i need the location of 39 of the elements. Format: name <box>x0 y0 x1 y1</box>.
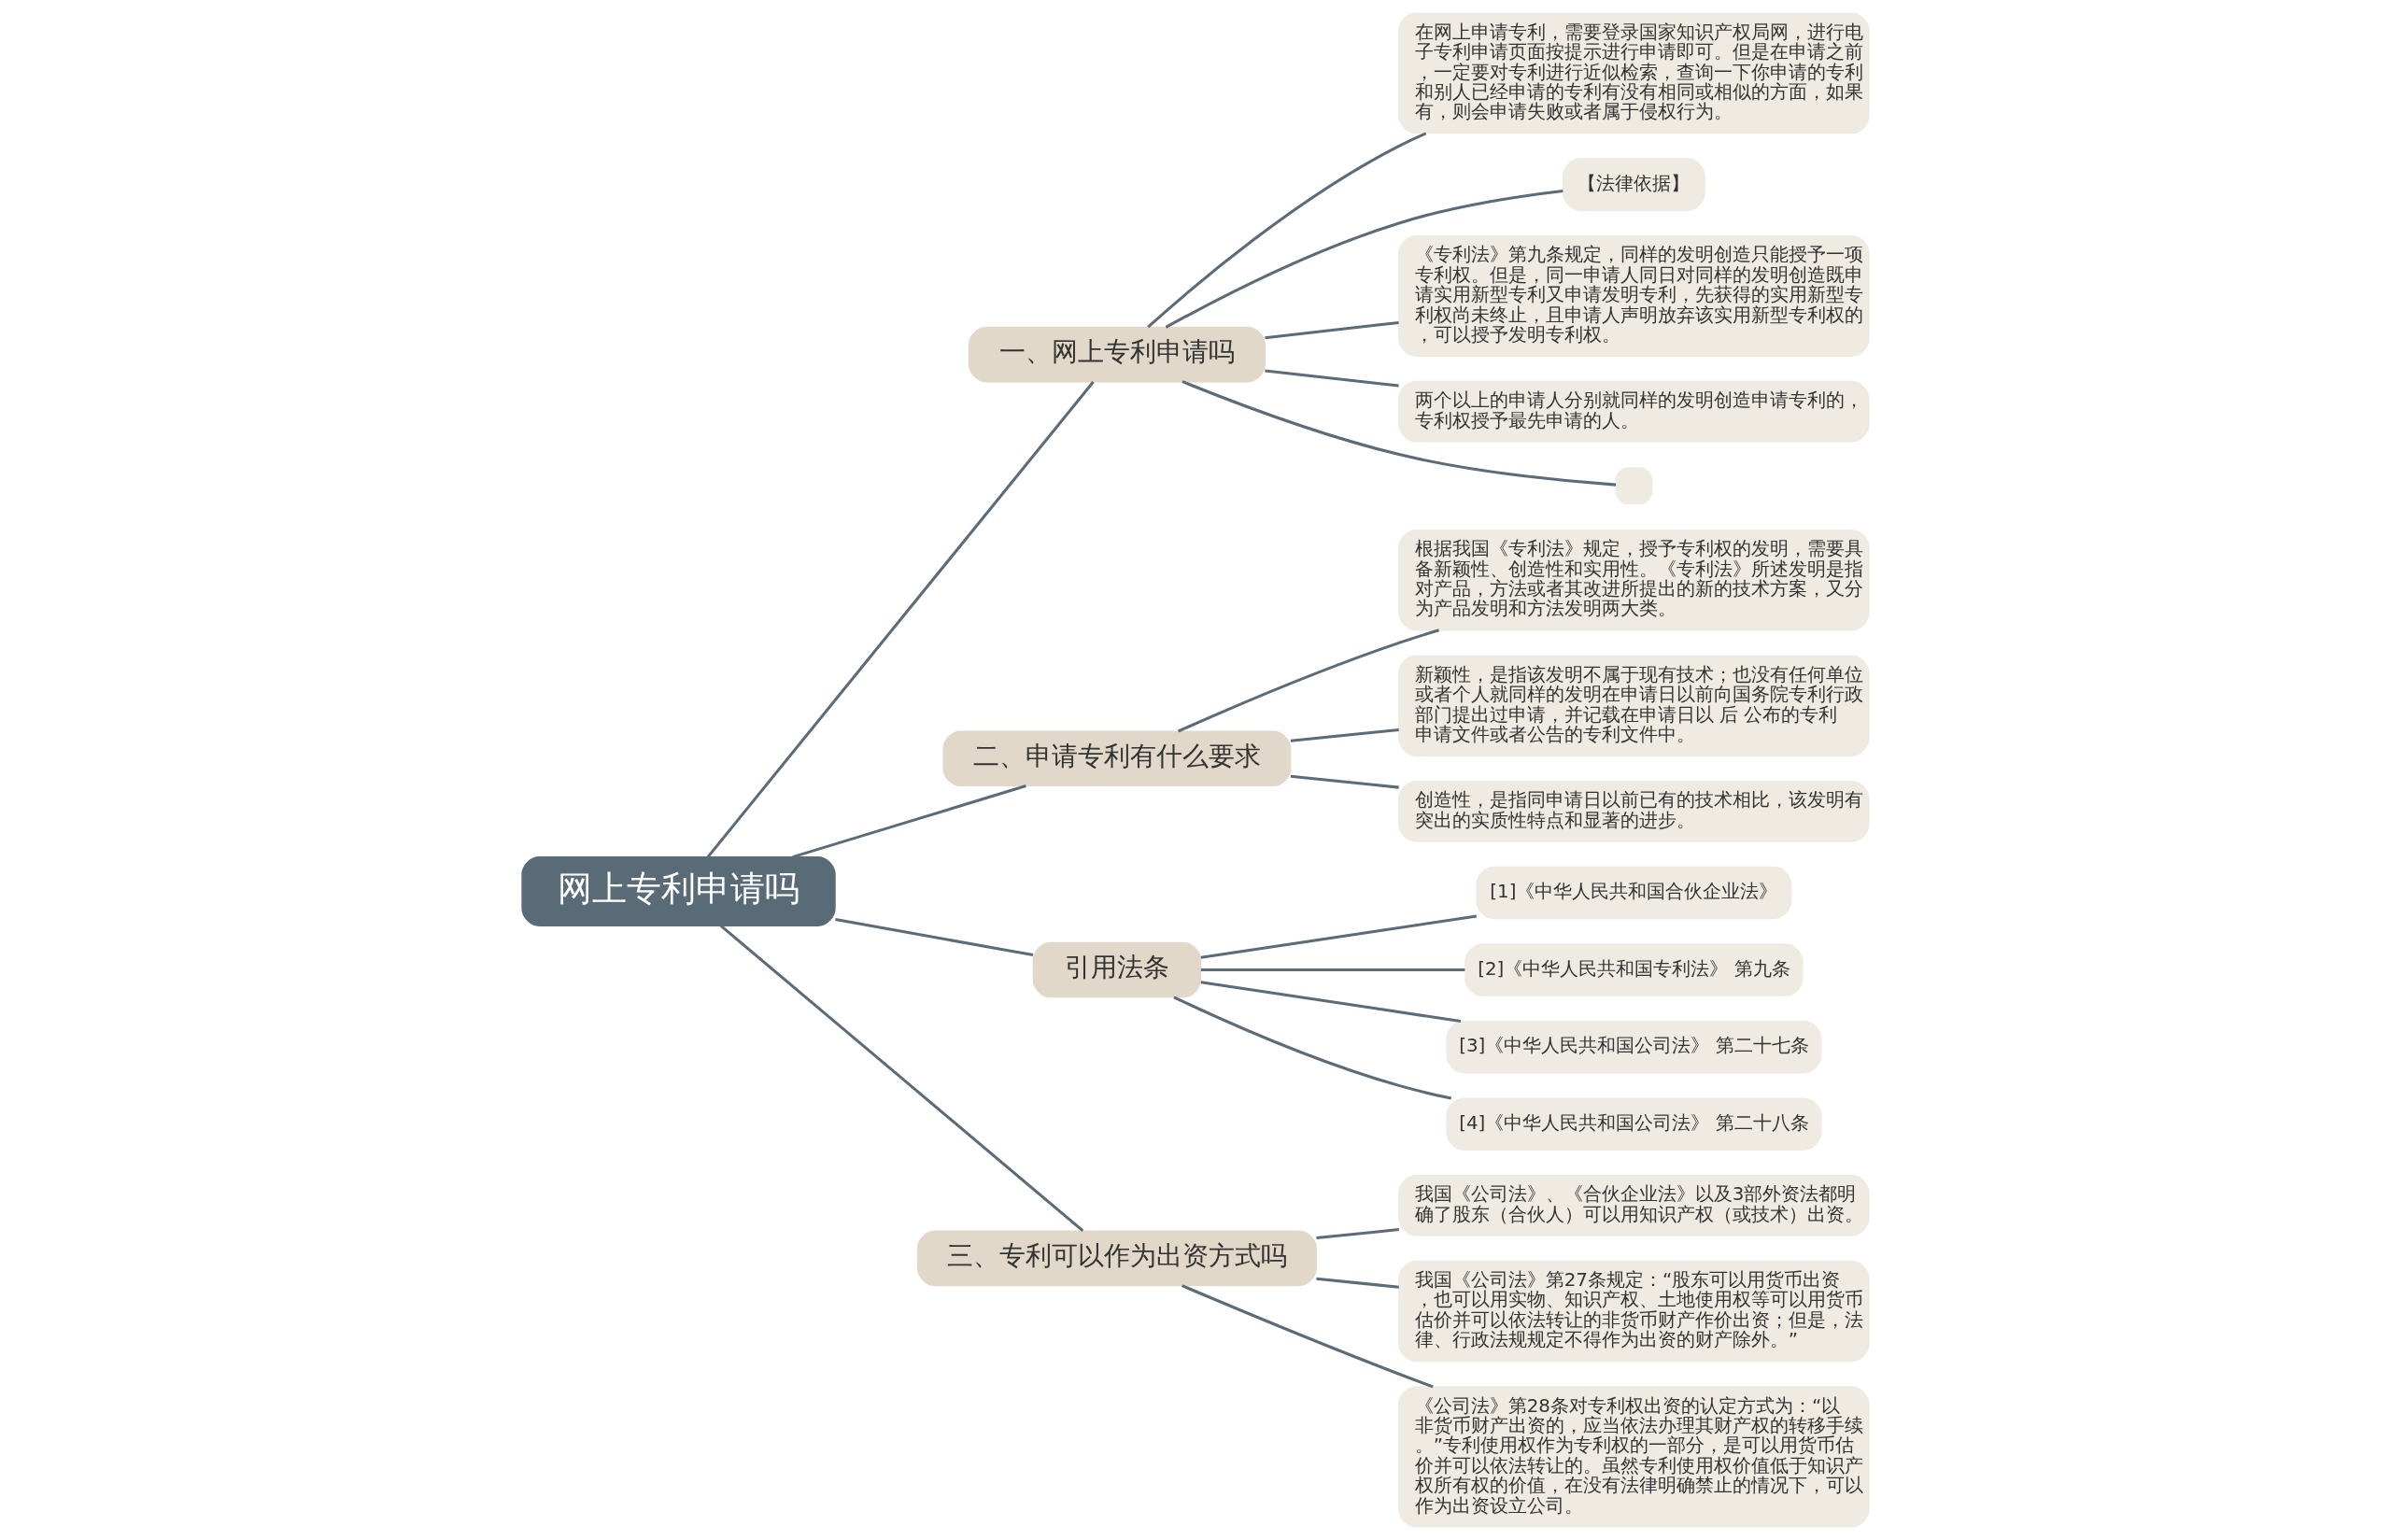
node-box: 我国《公司法》第27条规定：“股东可以用货币出资，也可以用实物、知识产权、土地使用权等可以用货币估价并可以依法转让的非货币财产作价出资；但是，法律、行政法规规定不得作为出资的财产除外。” <box>1398 1260 1870 1363</box>
connector <box>719 925 1084 1233</box>
connector <box>1200 914 1478 959</box>
node-box: 在网上申请专利，需要登录国家知识产权局网，进行电子专利申请页面按提示进行申请即可。但是在申请之前，一定要对专利进行近似检索，查询一下你申请的专利和别人已经申请的专利有没有相同或相似的方面，如果有，则会申请失败或者属于侵权行为。 <box>1398 12 1870 134</box>
node-box: [4]《中华人民共和国公司法》 第二十八条 <box>1446 1097 1822 1151</box>
connector <box>1316 1228 1399 1240</box>
connector <box>1200 981 1462 1024</box>
connector <box>1177 629 1439 733</box>
node-box: 新颖性，是指该发明不属于现有技术；也没有任何单位或者个人就同样的发明在申请日以前向国务院专利行政部门提出过申请，并记载在申请日以 后 公布的专利申请文件或者公告的专利文件中。 <box>1398 655 1870 756</box>
connector <box>1200 968 1465 972</box>
node-box: [2]《中华人民共和国专利法》 第九条 <box>1464 943 1804 996</box>
connector <box>1290 728 1399 742</box>
connector <box>792 784 1026 859</box>
connector <box>1316 1277 1399 1289</box>
node-box: 创造性，是指同申请日以前已有的技术相比，该发明有突出的实质性特点和显著的进步。 <box>1398 780 1870 842</box>
node-box: 【法律依据】 <box>1562 158 1705 211</box>
connector <box>1173 996 1452 1100</box>
connector <box>835 917 1034 957</box>
connector <box>1265 369 1399 388</box>
node-box: 两个以上的申请人分别就同样的发明创造申请专利的，专利权授予最先申请的人。 <box>1398 380 1870 443</box>
node-box: 《公司法》第28条对专利权出资的认定方式为：“以非货币财产出资的，应当依法办理其财产权的转移手续。”专利使用权作为专利权的一部分，是可以用货币估价并可以依法转让的。虽然专利使用权价值低于知识产权所有权的价值，在没有法律明确禁止的情况下，可以作为出资设立公司。 <box>1398 1386 1870 1528</box>
connector <box>1181 380 1617 487</box>
node-box: 《专利法》第九条规定，同样的发明创造只能授予一项专利权。但是，同一申请人同日对同样的发明创造既申请实用新型专利又申请发明专利，先获得的实用新型专利权尚未终止，且申请人声明放弃该实用新型专利权的，可以授予发明专利权。 <box>1398 234 1870 357</box>
node-box: 二、申请专利有什么要求 <box>942 730 1292 787</box>
node-box: 一、网上专利申请吗 <box>968 326 1266 383</box>
node-box: 引用法条 <box>1032 941 1202 998</box>
connector <box>1290 774 1399 789</box>
node-box: 根据我国《专利法》规定，授予专利权的发明，需要具备新颖性、创造性和实用性。《专利法》所述发明是指对产品，方法或者其改进所提出的新的技术方案，又分为产品发明和方法发明两大类。 <box>1398 529 1870 631</box>
connector <box>1181 1284 1434 1389</box>
connector <box>1147 132 1427 329</box>
connector <box>1165 190 1563 329</box>
node-box: [1]《中华人民共和国合伙企业法》 <box>1476 866 1792 920</box>
node-box <box>1615 467 1653 505</box>
node-box: 网上专利申请吗 <box>521 856 836 926</box>
node-box: [3]《中华人民共和国公司法》 第二十七条 <box>1446 1020 1822 1074</box>
connector <box>1265 320 1399 340</box>
connector <box>706 381 1095 858</box>
node-box: 我国《公司法》、《合伙企业法》以及3部外资法都明确了股东（合伙人）可以用知识产权（或技术）出资。 <box>1398 1174 1870 1236</box>
node-box: 三、专利可以作为出资方式吗 <box>916 1230 1317 1287</box>
